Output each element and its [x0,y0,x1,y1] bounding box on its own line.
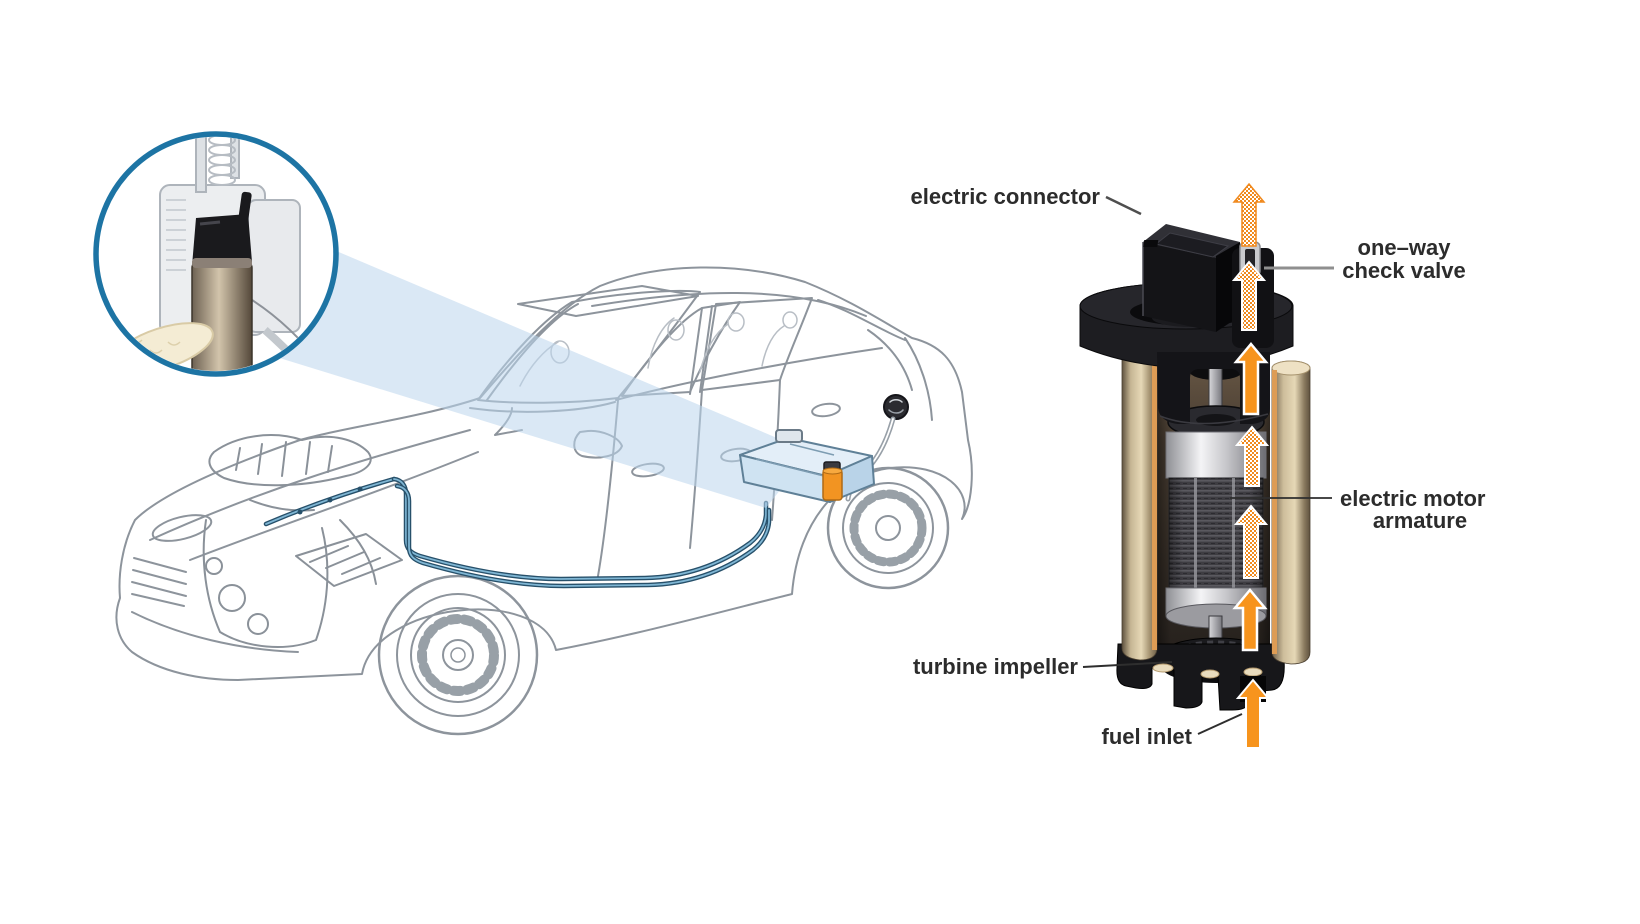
casing-lining-right [1272,370,1277,654]
electric-connector-housing [1142,224,1240,332]
b-pillar [689,305,713,395]
fuel-filler-cap [883,394,909,420]
engine [202,434,403,648]
casing-right-wall [1271,360,1311,665]
tank-sender-unit [775,429,803,443]
fuel-flow-arrow [1235,678,1271,749]
car-body-outline [115,266,973,681]
callout-electric-connector: electric connector [910,184,1142,216]
fuel-flow-arrow [1231,260,1267,331]
door-handle [811,402,841,418]
fuel-inlet-leader [1197,713,1243,735]
rear-wheel [826,466,950,590]
upper-chamber-housing [1157,352,1270,424]
turbine-impeller-label: turbine impeller [913,654,1078,679]
callout-electric-motor-armature: electric motor armature [1230,486,1486,533]
check-valve-label-line1: one–way [1358,235,1452,260]
callouts: electric connector one–way check valve e… [910,184,1485,749]
fuel-flow-arrow [1234,425,1270,487]
highlight-beam [260,250,810,508]
front-bumper-line [131,611,299,653]
casing-lining-left [1152,358,1157,650]
fuel-flow-arrows [1231,182,1271,749]
pump-cutaway [1079,182,1311,749]
front-wheel [377,574,539,736]
fuel-flow-arrow [1232,588,1268,652]
callout-turbine-impeller: turbine impeller [913,654,1173,679]
fuel-flow-arrow [1233,342,1269,416]
c-pillar-line [817,299,906,341]
electric-connector-label: electric connector [910,184,1100,209]
sunroof [517,285,699,317]
armature-label-line2: armature [1373,508,1467,533]
electric-connector-leader [1105,195,1142,216]
callout-one-way-check-valve: one–way check valve [1264,235,1466,283]
roof-rail [591,291,867,317]
trunk-seam [867,329,933,421]
fuel-flow-arrow [1232,182,1266,247]
fuel-tank [739,429,875,503]
turbine-impeller-leader [1082,661,1173,668]
inset-fuel-pump [191,191,253,371]
hood-crease [149,429,479,561]
fuel-flow-arrow [1233,504,1269,579]
callout-fuel-inlet: fuel inlet [1102,713,1243,749]
spring-coil [208,137,236,186]
fuel-inlet-label: fuel inlet [1102,724,1193,749]
in-tank-fuel-pump [822,461,843,501]
magnifier-ring [93,131,339,377]
casing-left-wall [1121,349,1158,661]
armature-label-line1: electric motor [1340,486,1486,511]
headlight [151,514,213,542]
grille [131,557,187,607]
fuel-lines [263,476,772,589]
check-valve-label-line2: check valve [1342,258,1466,283]
